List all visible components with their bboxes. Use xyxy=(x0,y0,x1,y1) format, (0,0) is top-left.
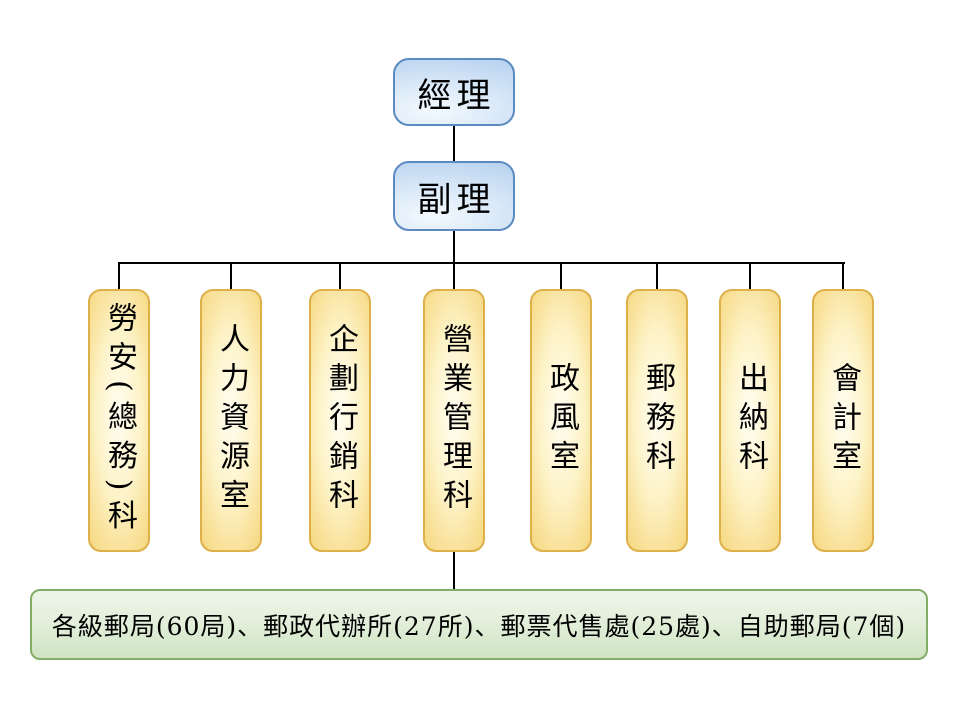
node-dept-business-management-label: 營業管理科 xyxy=(437,323,472,518)
connector-drop-7 xyxy=(749,262,751,289)
node-dept-human-resources: 人力資源室 xyxy=(200,289,262,552)
node-dept-accounting-label: 會計室 xyxy=(826,362,861,479)
connector-drop-8 xyxy=(842,262,844,289)
node-branch-offices: 各級郵局(60局)、郵政代辦所(27所)、郵票代售處(25處)、自助郵局(7個) xyxy=(30,589,928,660)
node-dept-postal-affairs: 郵務科 xyxy=(626,289,688,552)
node-deputy-label: 副理 xyxy=(417,179,496,220)
connector-drop-1 xyxy=(118,262,120,289)
node-dept-business-management: 營業管理科 xyxy=(423,289,485,552)
node-deputy: 副理 xyxy=(393,161,515,231)
node-dept-planning-marketing: 企劃行銷科 xyxy=(309,289,371,552)
node-dept-accounting: 會計室 xyxy=(812,289,874,552)
node-dept-postal-affairs-label: 郵務科 xyxy=(640,362,675,479)
node-dept-ethics-office: 政風室 xyxy=(530,289,592,552)
node-dept-labor-safety: 勞安(總務)科 xyxy=(88,289,150,552)
connector-drop-5 xyxy=(560,262,562,289)
node-dept-human-resources-label: 人力資源室 xyxy=(214,323,249,518)
connector-drop-2 xyxy=(230,262,232,289)
node-manager-label: 經理 xyxy=(417,75,496,116)
connector-deputy-trunk xyxy=(453,231,455,263)
connector-drop-3 xyxy=(339,262,341,289)
connector-dept-branches xyxy=(453,552,455,589)
connector-drop-4 xyxy=(453,262,455,289)
node-dept-cashier: 出納科 xyxy=(719,289,781,552)
connector-manager-deputy xyxy=(453,126,455,161)
node-dept-ethics-office-label: 政風室 xyxy=(544,362,579,479)
connector-horizontal-trunk xyxy=(118,262,845,264)
node-dept-planning-marketing-label: 企劃行銷科 xyxy=(323,323,358,518)
node-branch-offices-label: 各級郵局(60局)、郵政代辦所(27所)、郵票代售處(25處)、自助郵局(7個) xyxy=(51,611,907,641)
node-manager: 經理 xyxy=(393,58,515,126)
connector-drop-6 xyxy=(656,262,658,289)
node-dept-labor-safety-label: 勞安(總務)科 xyxy=(102,302,137,539)
node-dept-cashier-label: 出納科 xyxy=(733,362,768,479)
